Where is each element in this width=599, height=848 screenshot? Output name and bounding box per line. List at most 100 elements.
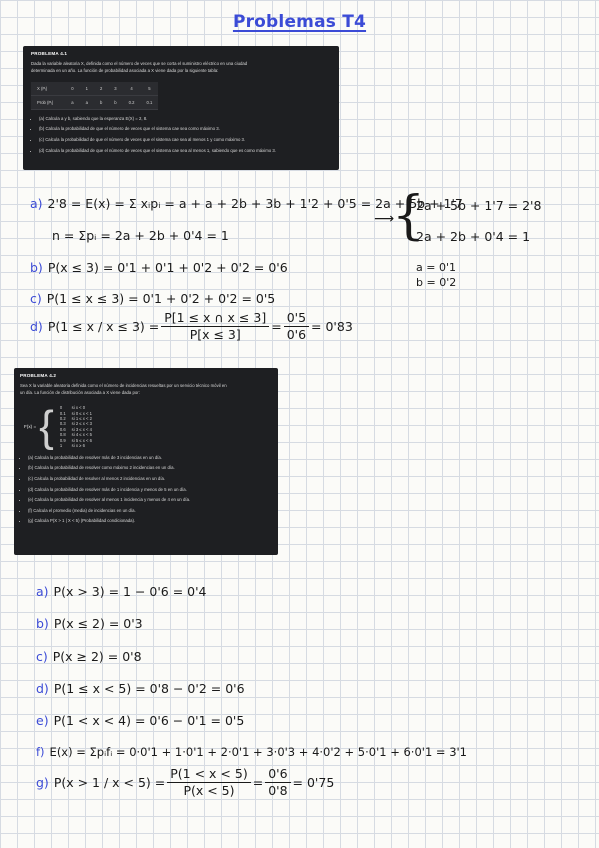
problem-4-2-questions: (a) Calcula la probabilidad de resolver … — [20, 455, 272, 525]
sol41-b-text: P(x ≤ 3) = 0'1 + 0'1 + 0'2 + 0'2 = 0'6 — [47, 260, 288, 275]
table-cell: 2 — [93, 81, 109, 96]
list-item: (e) Calcula la probabilidad de resolver … — [28, 497, 272, 503]
sol42-d: d)P(1 ≤ x < 5) = 0'8 − 0'2 = 0'6 — [36, 681, 245, 696]
sol41-d-result: = 0'83 — [311, 319, 353, 334]
sol42-f-text: E(x) = Σpᵢfᵢ = 0·0'1 + 1·0'1 + 2·0'1 + 3… — [49, 745, 468, 759]
fraction: P[1 ≤ x ∩ x ≤ 3] P[x ≤ 3] — [161, 311, 270, 342]
problem-4-2-intro-1: Sea X la variable aleatoria definida com… — [20, 383, 227, 388]
table-cell: a — [79, 95, 94, 110]
table-cell: b — [108, 95, 123, 110]
sol41-b: b) P(x ≤ 3) = 0'1 + 0'1 + 0'2 + 0'2 = 0'6 — [30, 260, 288, 275]
fraction: 0'5 0'6 — [283, 311, 310, 342]
table-cell: b — [93, 95, 109, 110]
list-item: (c) Calcula la probabilidad de resolver … — [28, 476, 272, 482]
cdf-value: 0.1 — [59, 410, 66, 416]
problem-4-2-header: PROBLEMA 4.2 — [20, 373, 57, 378]
table-row: 0.6 si 3 ≤ x < 4 — [57, 427, 95, 432]
cdf-value: 0.3 — [59, 421, 66, 427]
problem-4-1-header: PROBLEMA 4.1 — [31, 51, 68, 56]
sol42-c-label: c) — [36, 649, 48, 664]
sol42-b-label: b) — [36, 616, 49, 631]
cdf-value: 0.9 — [59, 437, 66, 443]
fraction-numerator: P[1 ≤ x ∩ x ≤ 3] — [161, 311, 270, 327]
sol42-a: a) P(x > 3) = 1 − 0'6 = 0'4 — [36, 584, 207, 599]
cdf-condition: si 5 ≤ x < 6 — [71, 437, 92, 443]
table-cell: 0 — [65, 81, 80, 96]
table-row: 0.1 si 0 ≤ x < 1 — [57, 411, 95, 416]
sol41-a-line2: n = Σpᵢ = 2a + 2b + 0'4 = 1 — [52, 228, 229, 243]
table-row: X (Pᵢ) 0 1 2 3 4 5 — [31, 81, 159, 96]
list-item: (f) Calcula el promedio (media) de incid… — [28, 508, 272, 514]
sol41-a-line1: a) 2'8 = E(x) = Σ xᵢpᵢ = a + a + 2b + 3b … — [30, 196, 463, 211]
problem-4-1-questions: (a) Calcula a y b, sabiendo que la esper… — [31, 116, 331, 154]
table-cell: 4 — [122, 81, 141, 96]
brace-icon: { — [39, 401, 54, 451]
cdf-condition: si 0 ≤ x < 1 — [71, 410, 92, 416]
list-item: (a) Calcula a y b, sabiendo que la esper… — [39, 116, 331, 122]
fraction-denominator: 0'6 — [286, 327, 307, 342]
fraction-denominator: P[x ≤ 3] — [189, 327, 241, 342]
table-cell: Prob (Pᵢ) — [31, 95, 66, 110]
problem-4-2-box: PROBLEMA 4.2 Sea X la variable aleatoria… — [14, 368, 278, 555]
cdf-value: 0.6 — [59, 426, 66, 432]
list-item: (d) Calcula la probabilidad de resolver … — [28, 487, 272, 493]
cdf-value: 0.8 — [59, 432, 66, 438]
problem-4-1-box: PROBLEMA 4.1 Dada la variable aleatoria … — [23, 46, 339, 170]
fraction-denominator: P(x < 5) — [183, 783, 235, 798]
sol41-b-label: b) — [30, 260, 43, 275]
cdf-condition: si 3 ≤ x < 4 — [71, 426, 92, 432]
fraction: 0'6 0'8 — [265, 767, 291, 798]
sol42-a-label: a) — [36, 584, 49, 599]
list-item: (b) Calcula la probabilidad de resolver … — [28, 465, 272, 471]
list-item: (c) Calcula la probabilidad de que el nú… — [39, 137, 331, 143]
fraction-numerator: P(1 < x < 5) — [167, 767, 251, 783]
sol41-a-text1: 2'8 = E(x) = Σ xᵢpᵢ = a + a + 2b + 3b + … — [47, 196, 463, 211]
sol42-f: f) E(x) = Σpᵢfᵢ = 0·0'1 + 1·0'1 + 2·0'1 +… — [36, 745, 467, 759]
equals: = — [271, 319, 282, 334]
table-cell: 5 — [140, 81, 159, 96]
sol42-e-label: e) — [36, 713, 49, 728]
sol42-g-lhs: P(x > 1 / x < 5) = — [53, 775, 166, 790]
table-cell: 3 — [108, 81, 123, 96]
list-item: (a) Calcula la probabilidad de resolver … — [28, 455, 272, 461]
table-cell: X (Pᵢ) — [31, 81, 66, 96]
list-item: (g) Calcula P(X > 1 | X < 5) (Probabilid… — [28, 518, 272, 524]
equals: = — [252, 775, 264, 790]
sol42-b-text: P(x ≤ 2) = 0'3 — [53, 616, 143, 631]
sol42-f-label: f) — [36, 745, 45, 759]
sol41-d-lhs: P(1 ≤ x / x ≤ 3) = — [47, 319, 160, 334]
system-eq-1: 2a + 5b + 1'7 = 2'8 — [416, 198, 542, 213]
sol42-b: b) P(x ≤ 2) = 0'3 — [36, 616, 143, 631]
sol42-g-result: = 0'75 — [292, 775, 335, 790]
problem-4-1-intro-1: Dada la variable aleatoria X, definida c… — [31, 61, 248, 66]
list-item: (b) Calcula la probabilidad de que el nú… — [39, 126, 331, 132]
table-cell: 0.1 — [140, 95, 159, 110]
sol41-c-label: c) — [30, 291, 42, 306]
cdf-condition: si x ≥ 6 — [71, 443, 85, 449]
cdf-condition: si 1 ≤ x < 2 — [71, 416, 92, 421]
sol42-g-label: g) — [36, 775, 49, 790]
problem-4-2-intro-2: un día. La función de distribución asoci… — [20, 390, 140, 396]
problem-4-1-intro-2: determinada en un año. La función de pro… — [31, 68, 219, 74]
cdf-lhs: F(x) = — [24, 424, 37, 430]
sol42-e-text: P(1 < x < 4) = 0'6 − 0'1 = 0'5 — [53, 713, 245, 728]
arrow-icon: ⟶ — [374, 211, 395, 227]
cdf-condition: si 4 ≤ x < 5 — [71, 432, 92, 438]
sol42-c: c)P(x ≥ 2) = 0'8 — [36, 649, 142, 664]
sol41-a-label: a) — [30, 196, 43, 211]
table-row: 0.8 si 4 ≤ x < 5 — [57, 432, 95, 437]
system-eq-2: 2a + 2b + 0'4 = 1 — [416, 229, 531, 244]
sol42-a-text: P(x > 3) = 1 − 0'6 = 0'4 — [53, 584, 207, 599]
sol41-d-label: d) — [30, 319, 43, 334]
table-cell: a — [65, 95, 80, 110]
table-cell: 0.2 — [122, 95, 141, 110]
table-row: Prob (Pᵢ) a a b b 0.2 0.1 — [31, 95, 159, 110]
fraction-numerator: 0'6 — [265, 767, 291, 783]
table-row: 0.9 si 5 ≤ x < 6 — [57, 438, 95, 443]
brace-icon: { — [392, 186, 426, 246]
